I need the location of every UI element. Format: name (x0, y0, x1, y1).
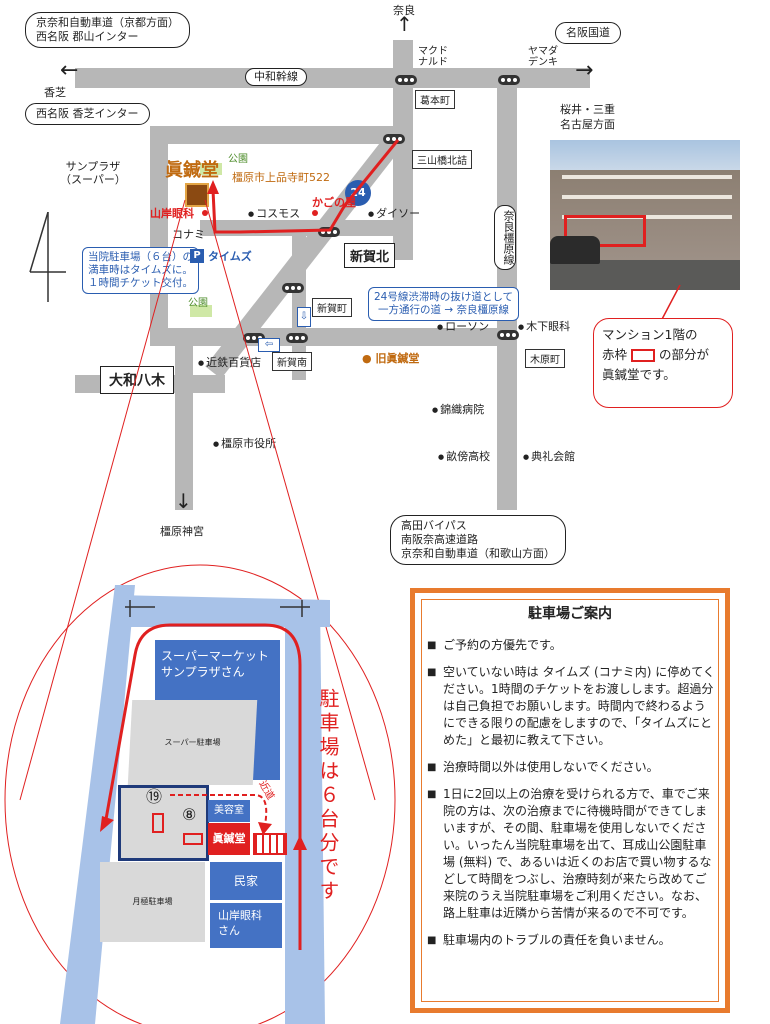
landmark-yamada: ヤマダ デンキ (528, 46, 558, 68)
road-chuwa (75, 68, 590, 88)
callout-kyoto: 京奈和自動車道（京都方面） 西名阪 郡山インター (25, 12, 190, 48)
clinic-parking-stalls (253, 833, 287, 855)
arrow-down-kashihara: ↓ (175, 489, 192, 513)
salon-building: 美容室 (208, 800, 250, 822)
landmark-old-clinic: ● 旧眞鍼堂 (362, 352, 420, 365)
road-ring-top (150, 126, 400, 144)
signal-sanyama (383, 134, 405, 144)
landmark-tenshu: 典礼会館 (523, 450, 575, 464)
landmark-cosmos: コスモス (248, 207, 300, 221)
signal-shinga-minami-2 (286, 333, 308, 343)
park-icon-2 (190, 305, 212, 317)
times-p-icon: P (190, 249, 204, 263)
landmark-times: タイムズ (208, 250, 252, 263)
notice-list: ご予約の方優先です。 空いていない時は タイムズ (コナミ内) に停めてください… (427, 637, 717, 959)
clinic-map-address: 橿原市上品寺町522 (232, 171, 330, 184)
callout-takada: 高田バイパス 南阪奈高速道路 京奈和自動車道（和歌山方面） (390, 515, 566, 565)
station-shinga-minami: 新賀南 (272, 352, 312, 371)
landmark-mcdonalds: マクド ナルド (418, 46, 448, 68)
landmark-kintetsu: 近鉄百貨店 (198, 356, 261, 370)
stall-8-marker (183, 833, 203, 845)
park-icon-1 (200, 163, 222, 175)
clinic-building: 眞鍼堂 (208, 823, 250, 855)
park-label-2: 公園 (188, 298, 208, 309)
building-photo (550, 140, 740, 290)
park-label-1: 公園 (228, 154, 248, 165)
oneway-arrow-down-icon: ⇩ (297, 307, 311, 327)
notice-item: 1日に2回以上の治療を受けられる方で、車でご来院の方は、次の治療までに待機時間が… (427, 786, 717, 922)
landmark-daiso: ダイソー (368, 207, 420, 221)
north-arrow-icon (29, 212, 66, 302)
landmark-city-hall: 橿原市役所 (213, 437, 276, 451)
route-to-clinic-line (202, 139, 400, 234)
direction-sakurai-1: 桜井・三重 (560, 103, 615, 116)
signal-kinomotocho (497, 330, 519, 340)
arrow-left-kashiba: ← (60, 58, 79, 83)
signal-east (498, 75, 520, 85)
parked-car (550, 236, 600, 264)
arrow-up-nara: ↑ (396, 12, 413, 36)
intersection-yamato-yagi: 大和八木 (100, 366, 174, 394)
detail-route-arrows (100, 623, 307, 950)
station-kuzumoto: 葛本町 (415, 90, 455, 109)
parking-capacity-text: 駐車場は６台分です (316, 688, 340, 904)
notice-item: 治療時間以外は使用しないでください。 (427, 759, 717, 776)
intersection-shinga-kita: 新賀北 (344, 243, 396, 268)
photo-pointer-line (659, 285, 681, 324)
callout-meihan: 名阪国道 (555, 22, 621, 44)
callout-nishimeihan-kashiba: 西名阪 香芝インター (25, 103, 150, 125)
photo-note: マンション1階の 赤枠 の部分が 眞鍼堂です。 (593, 318, 733, 408)
route24-shortcut-note: 24号線渋滞時の抜け道として 一方通行の道 → 奈良橿原線 (368, 287, 520, 321)
station-shingacho: 新賀町 (312, 298, 352, 317)
direction-nara: 奈良 (393, 4, 415, 17)
road-label-chuwa: 中和幹線 (245, 68, 307, 86)
house-building: 民家 (210, 862, 282, 900)
monthly-parking-lot: 月極駐車場 (100, 862, 205, 942)
notice-item: 駐車場内のトラブルの責任を負いません。 (427, 932, 717, 949)
landmark-konami: コナミ (172, 228, 205, 241)
landmark-kinshoku: 錦織病院 (432, 403, 484, 417)
road-north-vertical (393, 40, 413, 260)
stall-19-marker (152, 813, 164, 833)
notice-item: ご予約の方優先です。 (427, 637, 717, 654)
stall-number-8: ⑧ (182, 805, 197, 824)
road-label-nara-kashihara: 奈良橿原線 (494, 205, 516, 270)
direction-kashiba: 香芝 (44, 86, 66, 99)
notice-item: 空いていない時は タイムズ (コナミ内) に停めてください。1時間のチケットをお… (427, 664, 717, 749)
signal-shingacho (282, 283, 304, 293)
signal-kuzumoto (395, 75, 417, 85)
red-frame-icon (631, 349, 655, 362)
notice-title: 駐車場ご案内 (528, 606, 612, 622)
landmark-unebi-high: 畝傍高校 (438, 450, 490, 464)
landmark-lawson: ローソン (437, 320, 489, 334)
landmark-sunplaza: サンプラザ （スーパー） (60, 160, 126, 186)
yamagishi-building: 山岸眼科 さん (210, 903, 282, 948)
parking-notice-panel: 駐車場ご案内 ご予約の方優先です。 空いていない時は タイムズ (コナミ内) に… (410, 588, 730, 1013)
landmark-kinomoto-eye: 木下眼科 (518, 320, 570, 334)
detail-roads (60, 585, 330, 1024)
clinic-map-marker (185, 183, 209, 207)
signal-shinga-kita (318, 227, 340, 237)
notice-inner-border (421, 599, 719, 1002)
station-sanyama: 三山橋北詰 (412, 150, 472, 169)
direction-sakurai-2: 名古屋方面 (560, 118, 615, 131)
station-kinomotocho: 木原町 (525, 349, 565, 368)
road-lower-left (175, 345, 193, 510)
clinic-red-frame (564, 215, 646, 247)
arrow-right-sakurai: → (575, 58, 594, 83)
clinic-map-name: 眞鍼堂 (165, 160, 219, 181)
parking-overflow-note: 当院駐車場（６台）の 満車時はタイムズに。 １時間チケット交付。 (82, 247, 199, 294)
oneway-arrow-left-icon: ⇦ (258, 338, 280, 352)
building-floor-lines (562, 175, 732, 179)
landmark-yamagishi: 山岸眼科 (150, 207, 194, 220)
stall-number-19: ⑲ (146, 787, 163, 806)
direction-kashihara-jingu: 橿原神宮 (160, 525, 204, 538)
